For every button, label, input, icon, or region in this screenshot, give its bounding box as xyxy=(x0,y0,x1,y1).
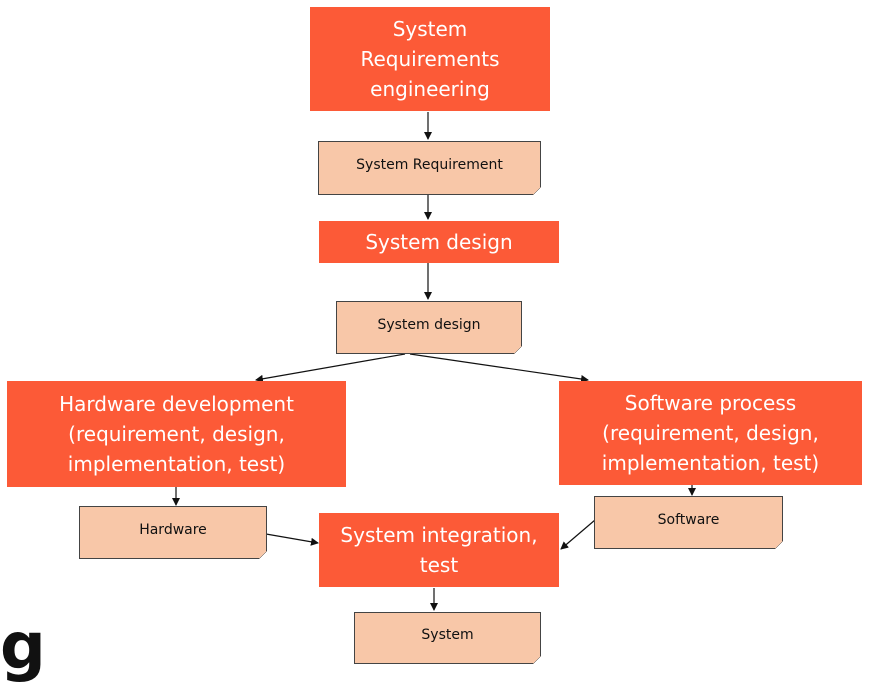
arrow-designdoc-to-hw xyxy=(255,353,406,383)
page-fold-corner xyxy=(775,541,783,549)
system-integration-box: System integration, test xyxy=(319,513,559,587)
hardware-document: Hardware xyxy=(79,506,267,559)
hardware-development-label: Hardware development (requirement, desig… xyxy=(59,392,294,476)
page-fold-corner xyxy=(514,346,522,354)
arrow-designdoc-to-sw xyxy=(409,353,589,383)
software-process-label: Software process (requirement, design, i… xyxy=(601,391,820,475)
partial-slide-text: g xyxy=(0,610,46,684)
software-label: Software xyxy=(657,511,720,528)
page-fold-corner xyxy=(259,551,267,559)
requirements-engineering-box: System Requirements engineering xyxy=(310,7,550,111)
system-design-box-label: System design xyxy=(365,230,513,254)
page-fold-corner xyxy=(533,656,541,664)
system-design-document: System design xyxy=(336,301,522,354)
system-document: System xyxy=(354,612,541,664)
software-process-box: Software process (requirement, design, i… xyxy=(559,381,862,485)
hardware-label: Hardware xyxy=(139,521,207,538)
system-design-doc-label: System design xyxy=(377,316,481,333)
arrow-hardware-to-integration xyxy=(265,533,319,546)
hardware-development-box: Hardware development (requirement, desig… xyxy=(7,381,346,487)
system-label: System xyxy=(421,627,474,643)
page-fold-corner xyxy=(533,187,541,195)
arrow-software-to-integration xyxy=(560,519,596,550)
system-requirement-label: System Requirement xyxy=(356,157,503,173)
requirements-engineering-label: System Requirements engineering xyxy=(360,17,500,101)
system-requirement-document: System Requirement xyxy=(318,141,541,195)
system-design-box: System design xyxy=(319,221,559,263)
software-document: Software xyxy=(594,496,783,549)
system-integration-label: System integration, test xyxy=(340,523,538,577)
